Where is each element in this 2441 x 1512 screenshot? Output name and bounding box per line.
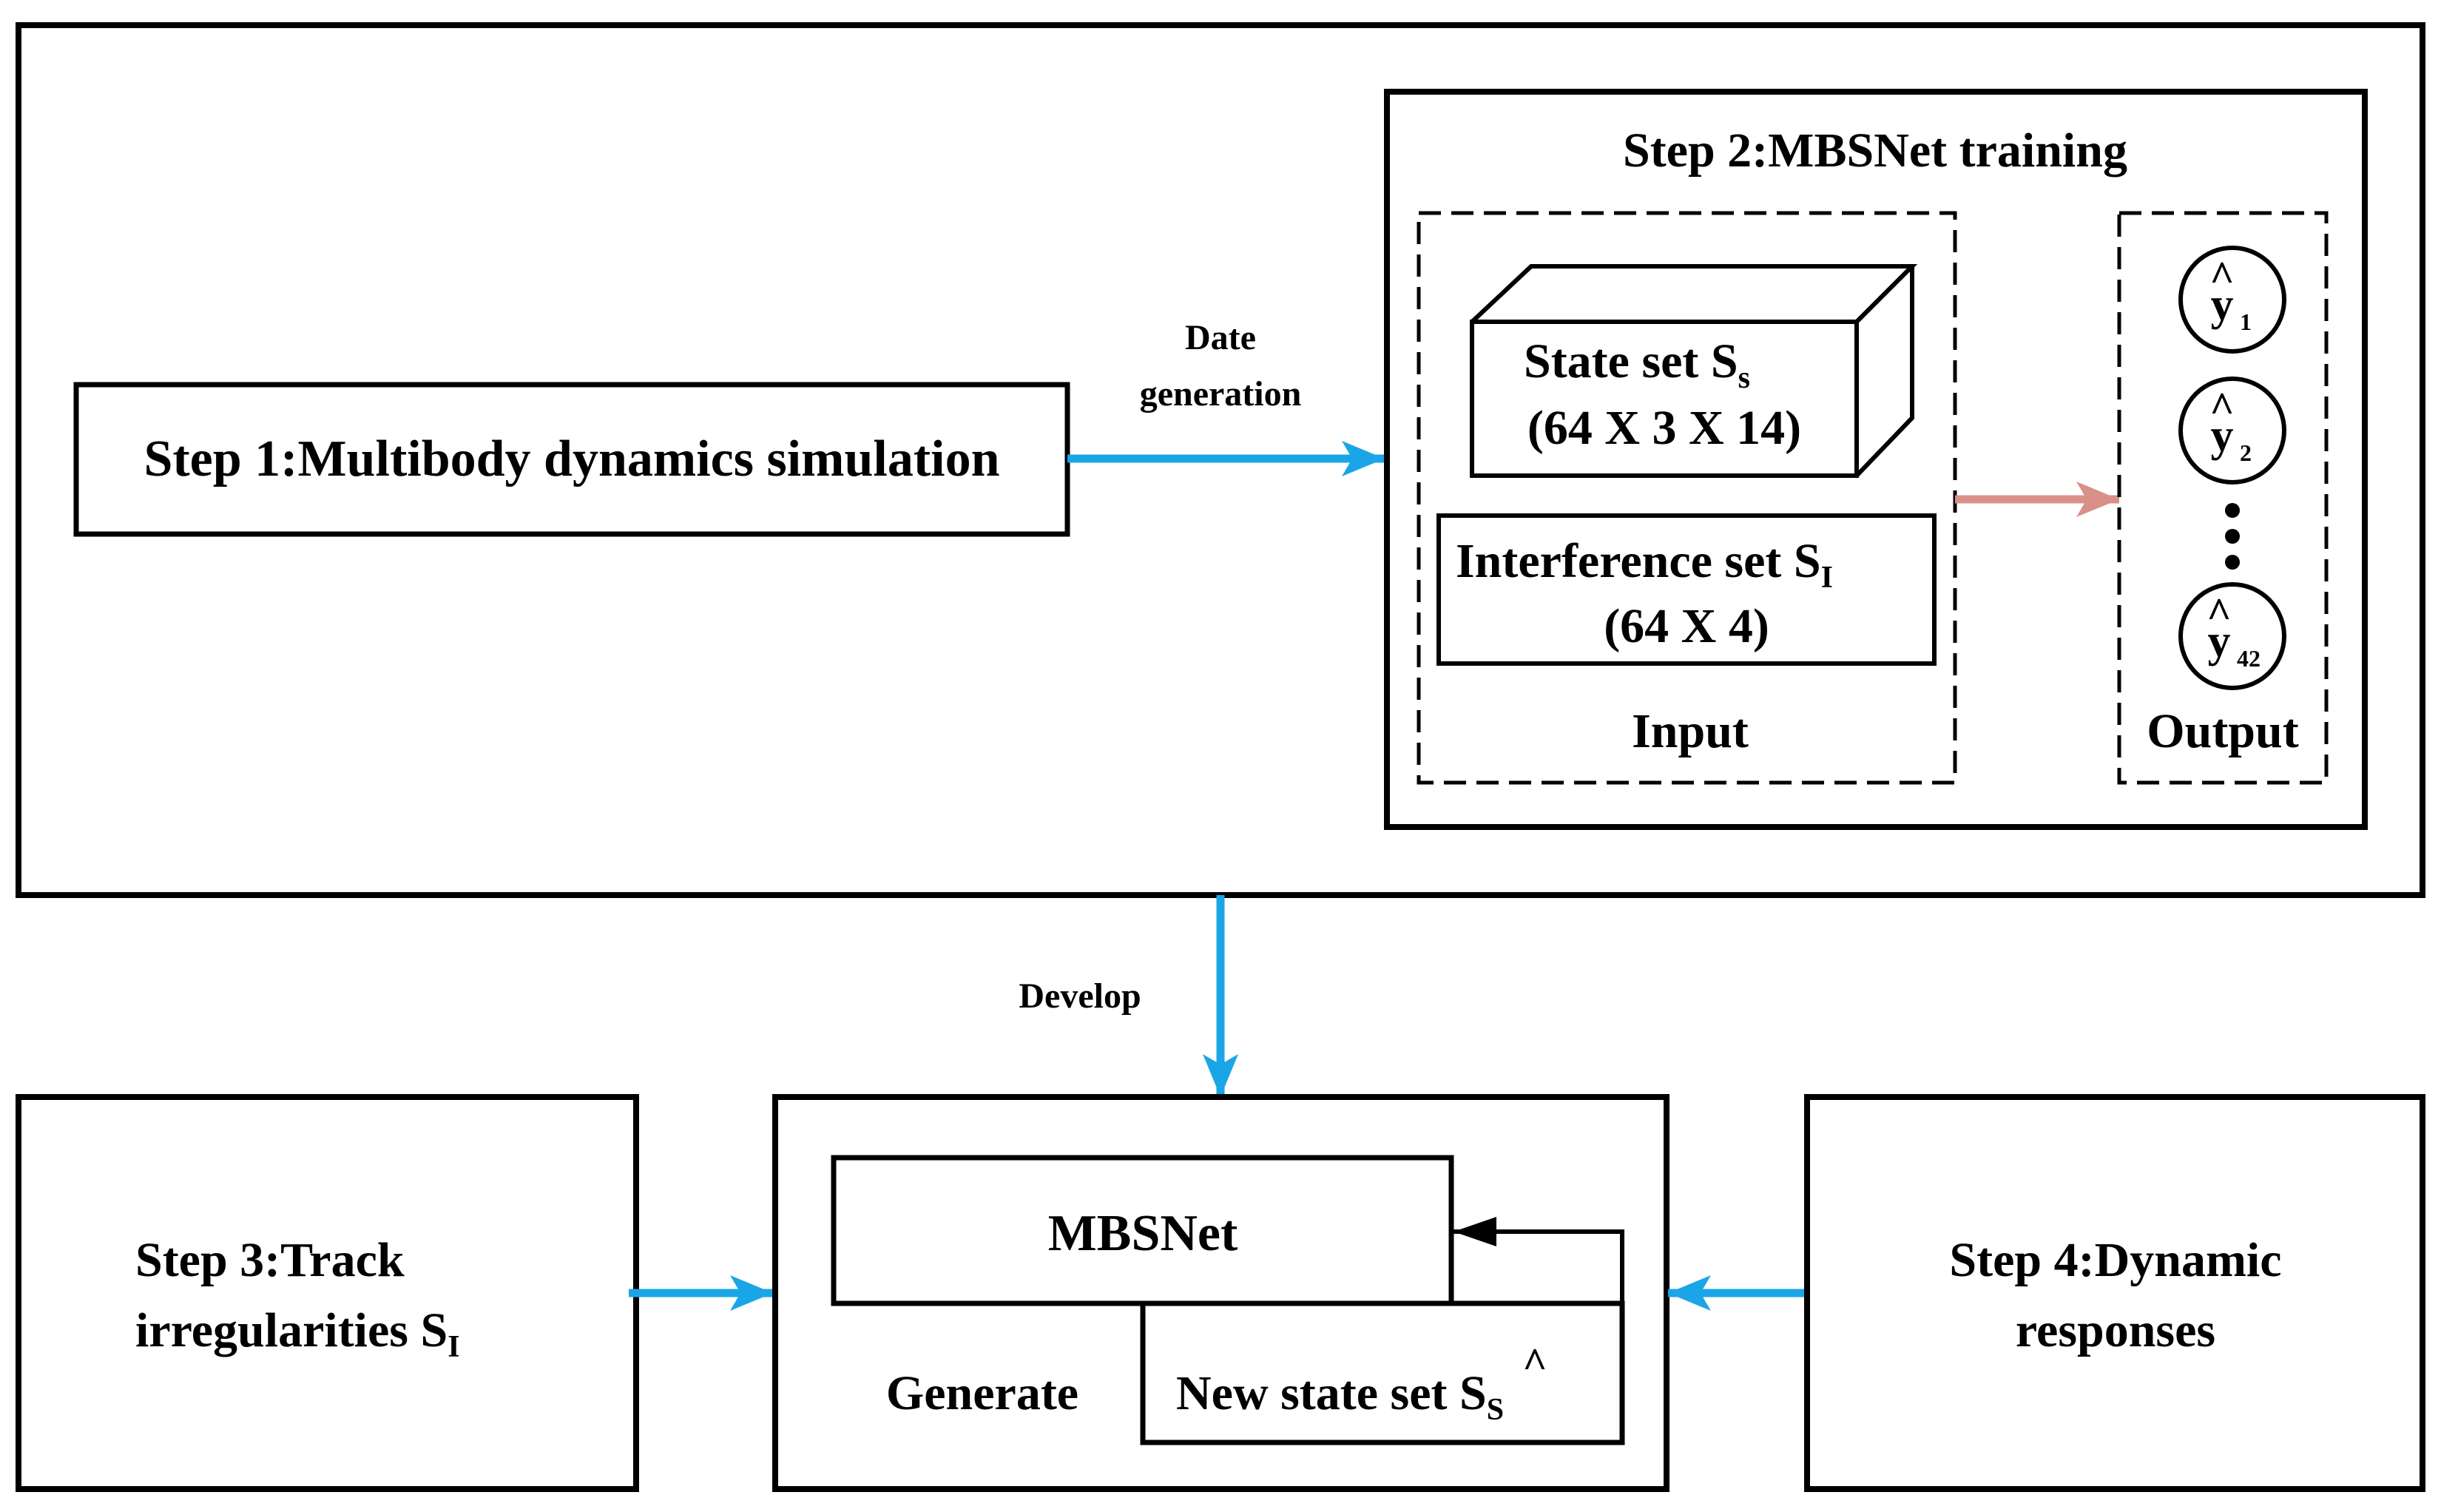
output-node-42: ^ y 42 [2178,582,2286,690]
svg-text:New state set SS: New state set SS [1176,1366,1504,1427]
step4-line2: responses [2016,1303,2215,1357]
interference-set-dims: (64 X 4) [1604,599,1769,653]
generation-label: generation [1140,374,1302,414]
step2-box [1384,89,2368,830]
state-set-cuboid: State set Ss (64 X 3 X 14) [1470,264,1918,478]
interference-set-box: Interference set SI (64 X 4) [1436,513,1937,666]
new-state-hat: ^ [1522,1339,1547,1387]
new-state-set-box: ^ New state set SS [1140,1300,1625,1445]
step4-box: Step 4:Dynamic responses [1804,1094,2425,1492]
generate-label: Generate [886,1366,1078,1420]
step3-subscript: I [448,1330,459,1364]
step2-title: Step 2:MBSNet training [1623,124,2127,178]
mbsnet-label: MBSNet [1048,1205,1238,1262]
output-42-subscript: 42 [2237,645,2261,672]
new-state-subscript: S [1487,1393,1504,1427]
mbsnet-box: MBSNet [831,1155,1454,1306]
date-label: Date [1185,318,1256,357]
develop-label: Develop [1019,976,1141,1016]
svg-text:irregularities SI: irregularities SI [135,1303,460,1364]
output-node-1: ^ y 1 [2178,246,2286,354]
arrow-feedback [1454,1217,1624,1409]
output-2-hat: ^ [2209,383,2235,431]
interference-set-label: Interference set S [1456,534,1821,588]
output-1-symbol: y [2211,280,2234,330]
step1-label: Step 1:Multibody dynamics simulation [144,431,999,487]
output-2-symbol: y [2211,411,2234,461]
output-ellipsis [2225,503,2240,570]
state-set-label: State set S [1524,334,1738,388]
output-1-hat: ^ [2209,252,2235,300]
step3-box: Step 3:Track irregularities SI [16,1094,639,1492]
output-node-2: ^ y 2 [2178,377,2286,485]
output-42-symbol: y [2208,616,2231,666]
state-set-dims: (64 X 3 X 14) [1527,401,1801,455]
center-box [772,1094,1669,1492]
svg-text:State set Ss: State set Ss [1524,334,1750,395]
step3-line2: irregularities S [135,1303,448,1357]
new-state-label: New state set S [1176,1366,1487,1420]
step3-line1: Step 3:Track [135,1233,405,1287]
output-1-subscript: 1 [2240,308,2252,335]
svg-text:Interference set SI: Interference set SI [1456,534,1833,595]
step1-box: Step 1:Multibody dynamics simulation [73,382,1070,537]
step4-line1: Step 4:Dynamic [1949,1233,2281,1287]
output-dashed-box [2117,211,2329,785]
output-42-hat: ^ [2207,589,2232,637]
input-label: Input [1632,704,1749,758]
output-2-subscript: 2 [2240,439,2252,466]
state-set-subscript: s [1738,361,1750,395]
output-label: Output [2147,704,2298,758]
interference-set-subscript: I [1821,561,1833,595]
